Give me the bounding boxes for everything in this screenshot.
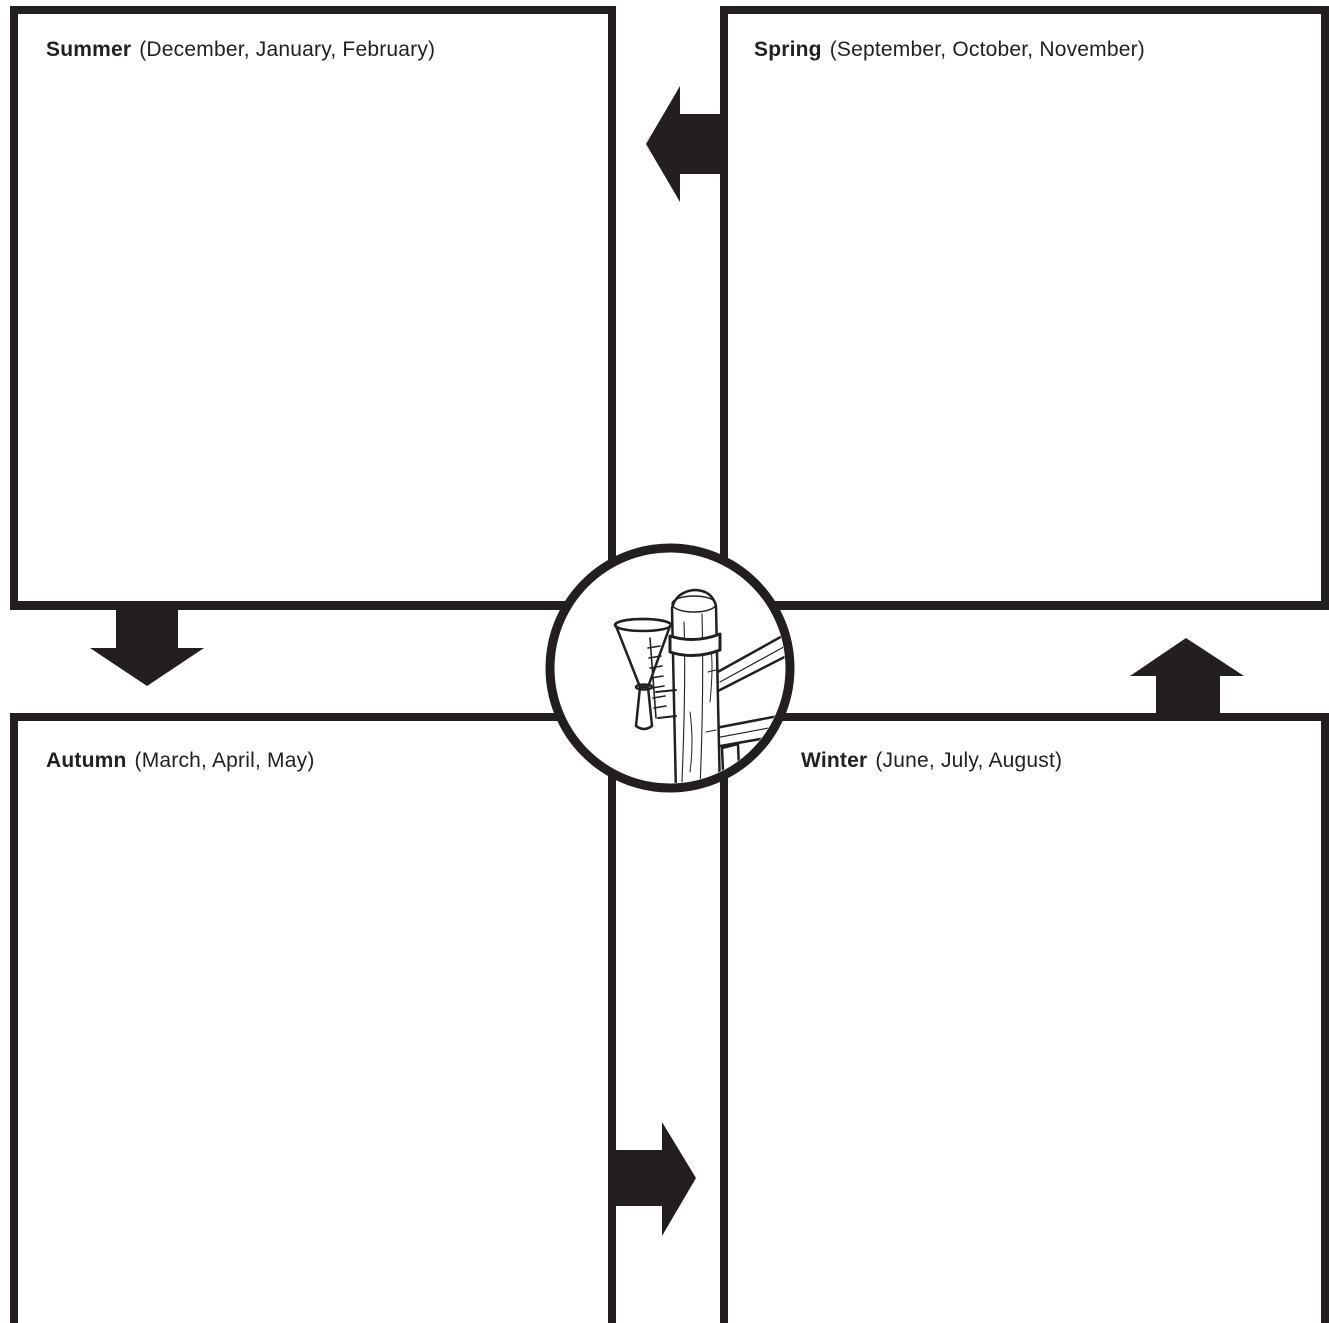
autumn-label: Autumn (March, April, May)	[46, 749, 315, 773]
autumn-name: Autumn	[46, 749, 127, 772]
spring-panel: Spring (September, October, November)	[720, 6, 1329, 610]
winter-months: (June, July, August)	[875, 749, 1062, 772]
spring-name: Spring	[754, 38, 822, 61]
summer-name: Summer	[46, 38, 131, 61]
arrow-left-icon	[644, 86, 728, 204]
summer-panel: Summer (December, January, February)	[10, 6, 616, 610]
winter-label: Winter (June, July, August)	[801, 749, 1062, 773]
winter-name: Winter	[801, 749, 867, 772]
spring-label: Spring (September, October, November)	[754, 38, 1145, 62]
summer-label: Summer (December, January, February)	[46, 38, 435, 62]
autumn-panel: Autumn (March, April, May)	[10, 713, 616, 1323]
arrow-down-icon	[88, 606, 206, 688]
spring-months: (September, October, November)	[830, 38, 1145, 61]
autumn-months: (March, April, May)	[135, 749, 315, 772]
summer-months: (December, January, February)	[139, 38, 435, 61]
rain-gauge-on-fence-post-icon	[544, 542, 796, 794]
winter-panel: Winter (June, July, August)	[720, 713, 1329, 1323]
arrow-up-icon	[1128, 636, 1248, 718]
arrow-right-icon	[612, 1120, 698, 1240]
